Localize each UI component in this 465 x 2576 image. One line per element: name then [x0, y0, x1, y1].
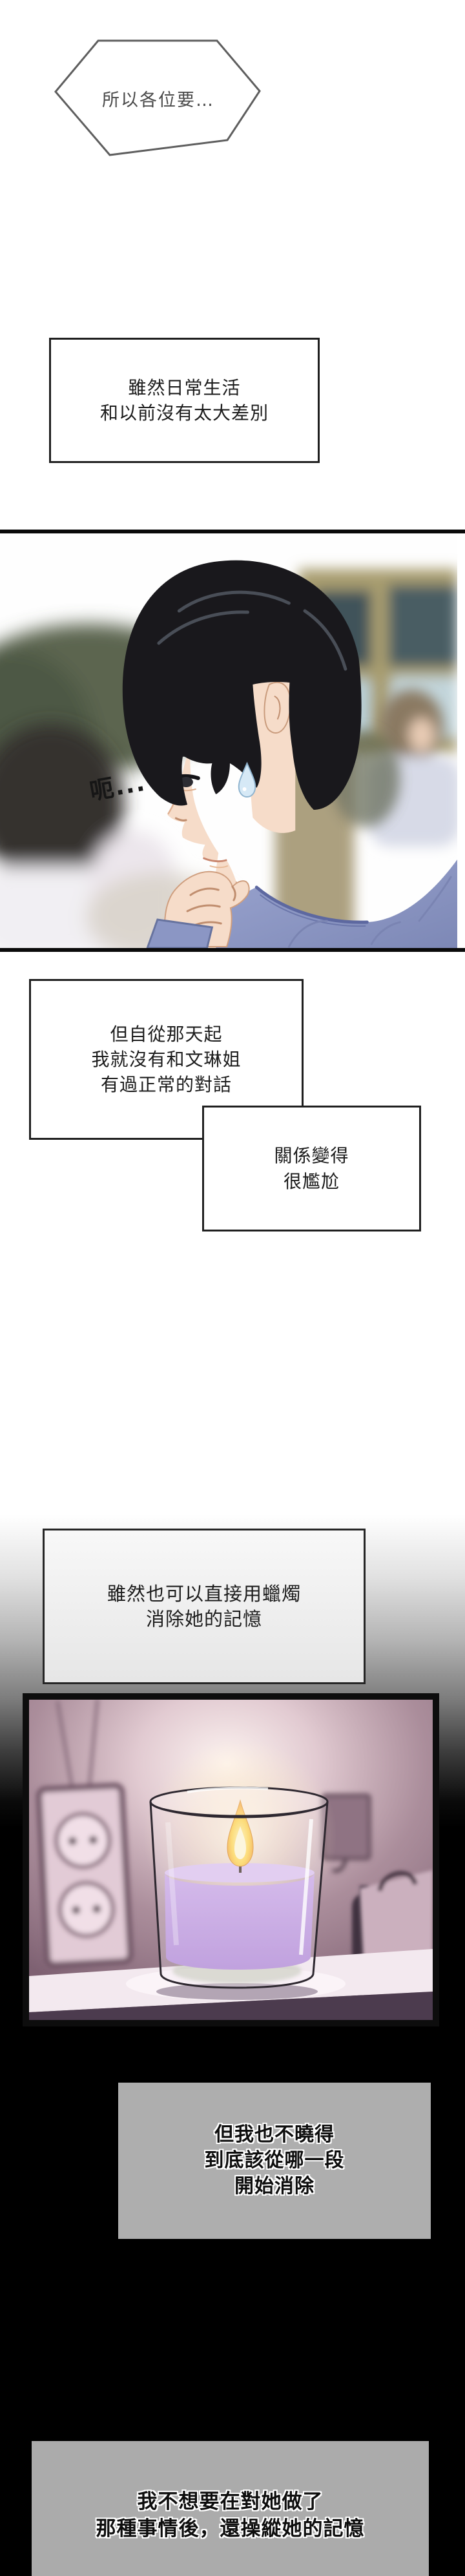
narration-line: 雖然日常生活: [128, 377, 241, 398]
narration-box-since: 但自從那天起 我就沒有和文琳姐 有過正常的對話: [29, 979, 304, 1140]
caption-line: 那種事情後，還操縱她的記憶: [96, 2517, 365, 2540]
sweat-highlight: [242, 787, 247, 791]
glass-highlight: [299, 1819, 313, 1955]
narration-line: 關係變得: [274, 1144, 349, 1166]
speech-bubble-text: 所以各位要…: [102, 90, 214, 110]
hair: [122, 560, 362, 810]
panel-candle: VILIFE: [23, 1693, 439, 2026]
bag-handle: [377, 1871, 418, 1891]
caption-box-refuse: 我不想要在對她做了 那種事情後，還操縱她的記憶: [32, 2441, 429, 2576]
candle: [143, 1738, 337, 1989]
narration-line: 很尷尬: [283, 1170, 340, 1192]
table-edge: [29, 1992, 433, 2020]
candle-glass: [149, 1786, 329, 1989]
speech-bubble: 所以各位要…: [52, 36, 265, 161]
narration-box-candle-option: 雖然也可以直接用蠟燭 消除她的記憶: [43, 1529, 366, 1684]
narration-box-daily: 雖然日常生活 和以前沒有太大差別: [49, 338, 320, 463]
narration-line: 有過正常的對話: [100, 1074, 232, 1095]
shirt: [216, 860, 457, 948]
candle-shadow: [156, 1983, 318, 2000]
narration-line: 但自從那天起: [110, 1024, 223, 1045]
speech-bubble-shape: [54, 39, 261, 156]
candle-wax: [165, 1873, 315, 1970]
narration-line: 消除她的記憶: [145, 1607, 262, 1630]
narration-line: 雖然也可以直接用蠟燭: [107, 1582, 301, 1605]
candle-illustration: VILIFE: [29, 1700, 433, 2020]
thinking-man-illustration: [0, 533, 457, 948]
narration-line: 我就沒有和文琳姐: [91, 1049, 242, 1070]
collar: [254, 885, 369, 924]
caption-box-unsure: 但我也不曉得 到底該從哪一段 開始消除: [118, 2083, 431, 2239]
young-man: [122, 560, 457, 948]
background-person-right: [368, 690, 457, 847]
sleeve-cuff: [146, 918, 214, 948]
flame-core: [234, 1826, 246, 1859]
ear: [264, 681, 291, 734]
caption-line: 到底該從哪一段: [204, 2149, 345, 2172]
shirt-details: [254, 876, 452, 948]
power-outlet: [36, 1700, 134, 1968]
caption-line: 我不想要在對她做了: [137, 2489, 324, 2513]
mouth: [203, 857, 227, 863]
narration-box-awkward: 關係變得 很尷尬: [202, 1106, 421, 1231]
panel-thinking-man: [0, 530, 465, 952]
narration-line: 和以前沒有太大差別: [99, 402, 269, 424]
caption-line: 開始消除: [234, 2175, 315, 2198]
caption-line: 但我也不曉得: [214, 2123, 335, 2146]
hair-highlights: [157, 590, 347, 671]
